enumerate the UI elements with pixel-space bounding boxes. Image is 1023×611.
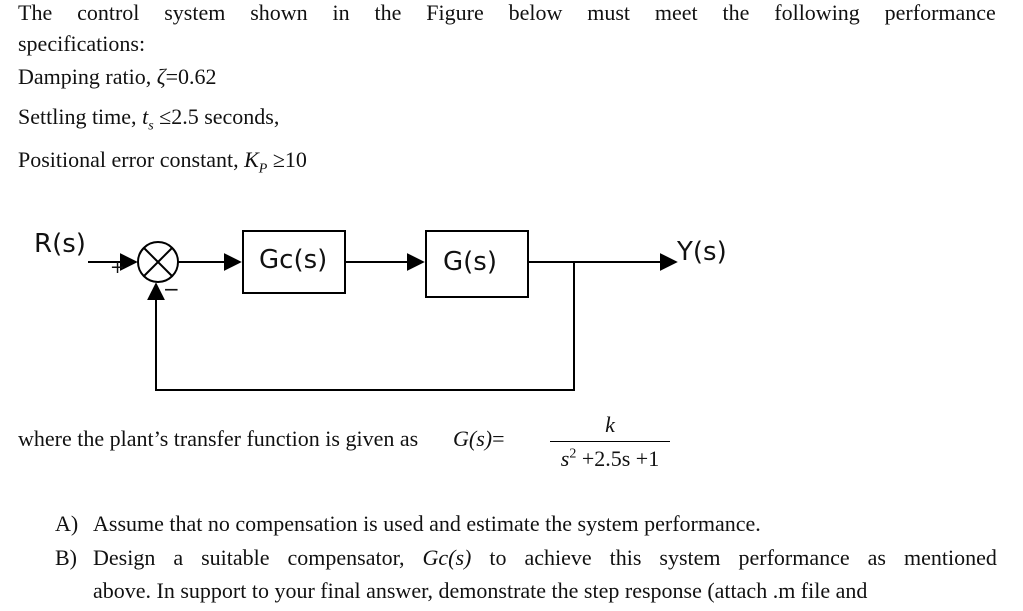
spec-relation: =0.62 [165,64,217,89]
t-symbol: t [142,104,149,129]
denominator-rest: +2.5s +1 [581,446,660,471]
intro-word: the [722,0,750,25]
question-word: Design [93,545,156,570]
intro-word: meet [654,0,698,25]
intro-word: in [332,0,350,25]
intro-word: shown [250,0,308,25]
spec-label: Damping ratio, [18,64,152,89]
list-marker: A) [55,511,79,536]
intro-word: following [774,0,860,25]
block-diagram: R(s) + − Gc(s) G(s) Y(s) [0,215,1023,405]
zeta-symbol: ζ [156,64,166,89]
k-symbol: K [244,147,259,172]
output-label: Y(s) [677,237,727,267]
g-block [425,230,529,298]
fraction-bar [550,441,670,442]
list-marker: B) [55,545,77,570]
controller-label: Gc(s) [259,245,328,275]
question-word: to [489,545,507,570]
intro-word: below [508,0,563,25]
question-word: Gc(s) [422,545,472,570]
input-label: R(s) [34,229,86,259]
spec-positional: Positional error constant, KP ≥10 [18,147,307,177]
plus-sign: + [110,257,126,278]
diagram-wires [88,230,678,391]
question-word: suitable [201,545,270,570]
intro-word: system [164,0,226,25]
question-a: A) Assume that no compensation is used an… [55,511,761,537]
plant-label: G(s) [443,247,497,277]
intro-word: must [587,0,631,25]
transfer-function-prefix: where the plant’s transfer function is g… [18,426,419,451]
tf-denominator: s2 +2.5s +1 [550,446,670,472]
intro-word: the [374,0,402,25]
question-word: performance [738,545,850,570]
gc-block [242,230,346,294]
denominator-exponent: 2 [569,446,577,462]
question-b-continuation: above. In support to your final answer, … [93,578,868,603]
minus-sign: − [163,277,180,301]
question-word: mentioned [903,545,997,570]
transfer-function-lhs: G(s)= [453,426,505,452]
intro-line-1: The control system shown in the Figure b… [18,0,996,26]
question-word: as [867,545,886,570]
denominator-s: s [560,446,570,471]
question-word: compensator, [287,545,405,570]
intro-line-2: specifications: [18,31,146,56]
intro-word: control [77,0,140,25]
spec-relation: ≥10 [272,147,307,172]
spec-damping: Damping ratio, ζ=0.62 [18,64,217,90]
question-word: system [659,545,721,570]
tf-numerator: k [605,412,615,437]
spec-label: Settling time, [18,104,137,129]
subscript: P [258,161,268,177]
question-word: a [173,545,184,570]
question-word: this [609,545,642,570]
question-b-line: Design a suitable compensator, Gc(s) to … [93,545,997,571]
equals-sign: = [492,426,505,451]
intro-word: The [18,0,53,25]
spec-relation: ≤2.5 seconds, [159,104,280,129]
spec-label: Positional error constant, [18,147,239,172]
intro-word: Figure [426,0,484,25]
question-word: achieve [524,545,592,570]
feedback-line [147,262,575,391]
intro-word: performance [884,0,996,25]
subscript: s [148,118,154,134]
spec-settling: Settling time, ts ≤2.5 seconds, [18,104,279,134]
question-b: B) Design a suitable compensator, Gc(s) … [55,545,997,571]
g-of-s: G(s) [453,426,493,451]
summing-cross [143,247,173,277]
question-text: Assume that no compensation is used and … [93,511,761,536]
